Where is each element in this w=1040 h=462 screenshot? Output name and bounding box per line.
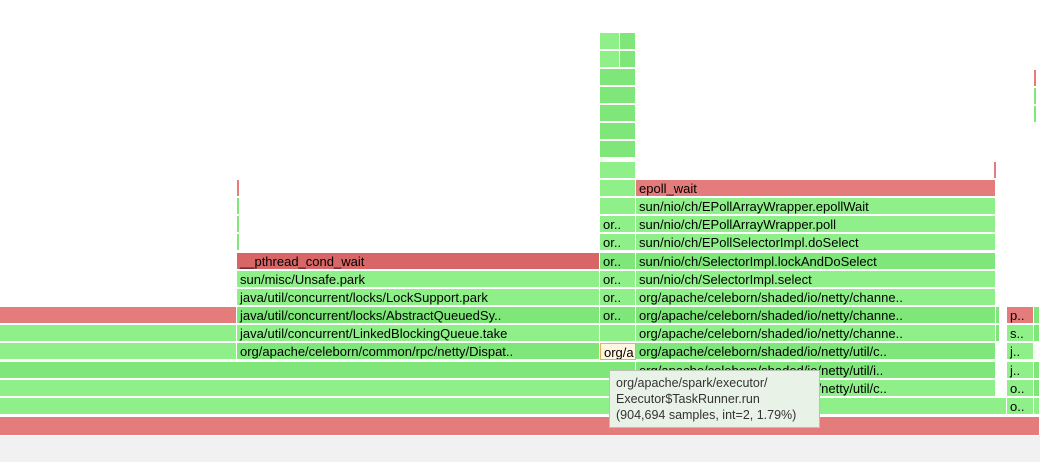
flame-frame[interactable]: org/apache/celeborn/shaded/io/netty/chan… — [636, 289, 996, 306]
flame-frame-sliver[interactable] — [237, 234, 240, 251]
flame-frame[interactable] — [600, 51, 620, 68]
flame-frame-sliver[interactable] — [994, 162, 997, 179]
flame-frame[interactable] — [0, 343, 237, 360]
tooltip-line: org/apache/spark/executor/ — [616, 376, 768, 390]
flame-frame[interactable] — [0, 307, 237, 324]
flame-frame[interactable] — [600, 123, 636, 140]
root-frame[interactable] — [0, 417, 1040, 436]
flame-frame[interactable] — [600, 33, 620, 50]
flame-frame[interactable]: __pthread_cond_wait — [237, 253, 600, 270]
flame-frame[interactable] — [0, 380, 636, 397]
flame-frame[interactable]: sun/nio/ch/EPollSelectorImpl.doSelect — [636, 234, 996, 251]
flame-frame[interactable]: sun/nio/ch/EPollArrayWrapper.poll — [636, 216, 996, 233]
flame-frame[interactable] — [600, 180, 636, 197]
flame-frame[interactable]: sun/misc/Unsafe.park — [237, 271, 600, 288]
flame-frame-sliver[interactable] — [237, 198, 240, 215]
flame-frame[interactable]: sun/nio/ch/SelectorImpl.lockAndDoSelect — [636, 253, 996, 270]
flame-frame[interactable]: java/util/concurrent/locks/AbstractQueue… — [237, 307, 600, 324]
flame-frame[interactable] — [1034, 398, 1040, 415]
flame-frame[interactable]: j.. — [1007, 362, 1034, 379]
flame-frame[interactable]: or.. — [600, 253, 636, 270]
bottom-bar — [0, 436, 1040, 462]
flame-frame-sliver[interactable] — [1034, 106, 1037, 123]
flame-frame-sliver[interactable] — [996, 325, 1000, 342]
flame-frame[interactable]: j.. — [1007, 343, 1034, 360]
flame-frame[interactable] — [600, 198, 636, 215]
flame-frame-sliver[interactable] — [1034, 70, 1037, 87]
flame-frame[interactable] — [0, 362, 636, 379]
flame-frame[interactable]: sun/nio/ch/SelectorImpl.select — [636, 271, 996, 288]
flame-frame[interactable]: or.. — [600, 289, 636, 306]
flame-frame[interactable]: sun/nio/ch/EPollArrayWrapper.epollWait — [636, 198, 996, 215]
flame-frame[interactable]: o.. — [1007, 398, 1034, 415]
flame-frame[interactable]: p.. — [1007, 307, 1034, 324]
flame-frame[interactable] — [0, 325, 237, 342]
flame-frame[interactable]: or.. — [600, 271, 636, 288]
flame-frame[interactable]: or.. — [600, 234, 636, 251]
flame-frame-sliver[interactable] — [237, 180, 240, 197]
flame-frame[interactable] — [1034, 380, 1040, 397]
flame-frame[interactable]: java/util/concurrent/locks/LockSupport.p… — [237, 289, 600, 306]
flame-frame[interactable] — [620, 33, 636, 50]
flame-frame[interactable] — [1034, 362, 1040, 379]
flame-frame[interactable]: or.. — [600, 307, 636, 324]
flame-frame[interactable] — [600, 325, 636, 342]
tooltip-line: Executor$TaskRunner.run — [616, 392, 760, 406]
flame-frame-sliver[interactable] — [1034, 88, 1037, 105]
flame-frame[interactable] — [600, 141, 636, 158]
flame-frame[interactable] — [0, 398, 1007, 415]
flame-frame-sliver[interactable] — [1034, 325, 1040, 342]
flame-frame[interactable] — [600, 87, 636, 104]
highlighted-frame[interactable]: org/a — [600, 343, 636, 360]
flame-frame[interactable]: epoll_wait — [636, 180, 996, 197]
tooltip-line: (904,694 samples, int=2, 1.79%) — [616, 408, 797, 422]
flame-frame-sliver[interactable] — [1034, 307, 1040, 324]
flame-frame[interactable]: or.. — [600, 216, 636, 233]
flame-frame[interactable]: java/util/concurrent/LinkedBlockingQueue… — [237, 325, 600, 342]
flame-frame[interactable] — [600, 69, 636, 86]
flame-frame[interactable]: org/apache/celeborn/shaded/io/netty/chan… — [636, 325, 996, 342]
flame-frame[interactable] — [600, 162, 636, 179]
frame-tooltip: org/apache/spark/executor/ Executor$Task… — [609, 370, 820, 428]
flame-frame-sliver[interactable] — [996, 307, 1000, 324]
flame-frame[interactable]: s.. — [1007, 325, 1034, 342]
flame-frame[interactable]: org/apache/celeborn/common/rpc/netty/Dis… — [237, 343, 600, 360]
flame-frame-sliver[interactable] — [237, 216, 240, 233]
flame-frame[interactable]: org/apache/celeborn/shaded/io/netty/chan… — [636, 307, 996, 324]
flame-frame[interactable] — [600, 105, 636, 122]
flame-frame[interactable]: o.. — [1007, 380, 1034, 397]
flame-frame[interactable]: org/apache/celeborn/shaded/io/netty/util… — [636, 343, 996, 360]
flame-frame[interactable] — [620, 51, 636, 68]
